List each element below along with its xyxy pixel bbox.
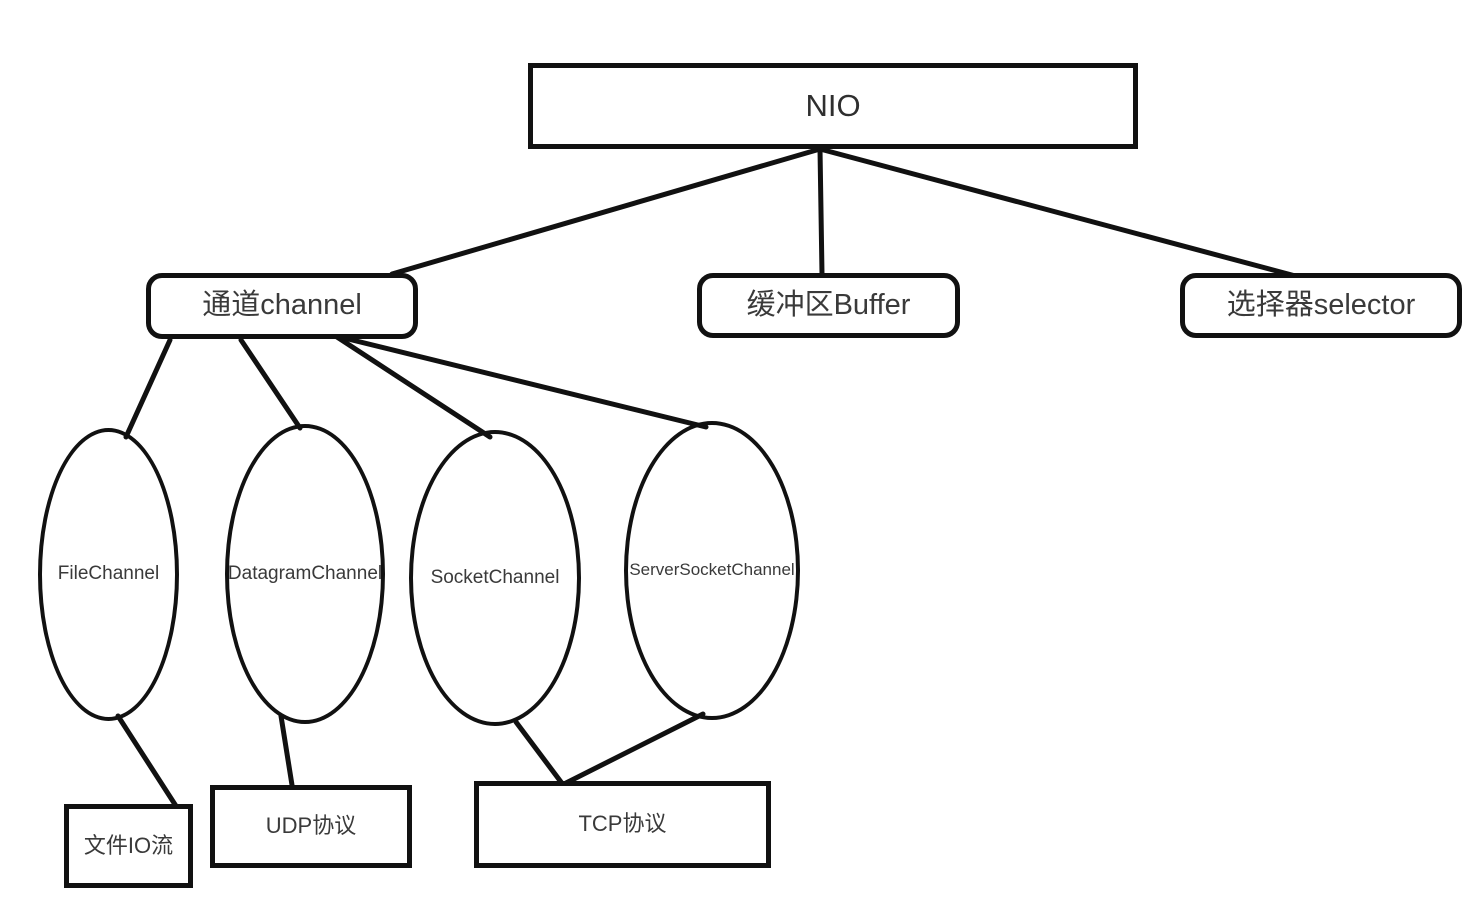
- edge-nio-to-channel: [389, 146, 823, 277]
- node-file-io[interactable]: 文件IO流: [64, 804, 193, 888]
- node-tcp-label: TCP协议: [578, 811, 667, 837]
- node-datagram-channel-label: DatagramChannel: [227, 562, 383, 584]
- node-udp-label: UDP协议: [265, 813, 357, 839]
- node-udp[interactable]: UDP协议: [210, 785, 412, 868]
- edge-filechannel-to-fileio: [115, 713, 179, 809]
- node-file-io-label: 文件IO流: [83, 832, 174, 858]
- node-selector-label: 选择器selector: [1226, 288, 1416, 321]
- edge-socketchannel-to-tcp: [513, 719, 570, 793]
- edge-nio-to-selector: [817, 146, 1306, 281]
- node-file-channel-label: FileChannel: [57, 563, 160, 585]
- node-file-channel[interactable]: FileChannel: [38, 428, 179, 721]
- node-server-socket-channel-label: ServerSocketChannel: [629, 560, 795, 580]
- edge-channel-to-datagramchannel: [238, 337, 303, 431]
- node-server-socket-channel[interactable]: ServerSocketChannel: [624, 421, 800, 720]
- node-selector[interactable]: 选择器selector: [1180, 273, 1462, 338]
- node-channel[interactable]: 通道channel: [146, 273, 418, 339]
- edge-serversocketchannel-to-tcp: [563, 711, 706, 786]
- node-nio-label: NIO: [805, 87, 861, 123]
- node-tcp[interactable]: TCP协议: [474, 781, 771, 868]
- edge-nio-to-buffer: [817, 146, 825, 277]
- edge-channel-to-socketchannel: [334, 334, 493, 440]
- edge-channel-to-filechannel: [123, 337, 173, 440]
- node-nio[interactable]: NIO: [528, 63, 1138, 149]
- node-channel-label: 通道channel: [202, 289, 362, 322]
- edge-datagramchannel-to-udp: [278, 713, 295, 788]
- node-buffer[interactable]: 缓冲区Buffer: [697, 273, 960, 338]
- node-buffer-label: 缓冲区Buffer: [746, 288, 911, 321]
- edge-channel-to-serversocketchannel: [337, 334, 709, 430]
- node-datagram-channel[interactable]: DatagramChannel: [225, 424, 385, 724]
- node-socket-channel-label: SocketChannel: [430, 566, 560, 588]
- node-socket-channel[interactable]: SocketChannel: [409, 430, 581, 726]
